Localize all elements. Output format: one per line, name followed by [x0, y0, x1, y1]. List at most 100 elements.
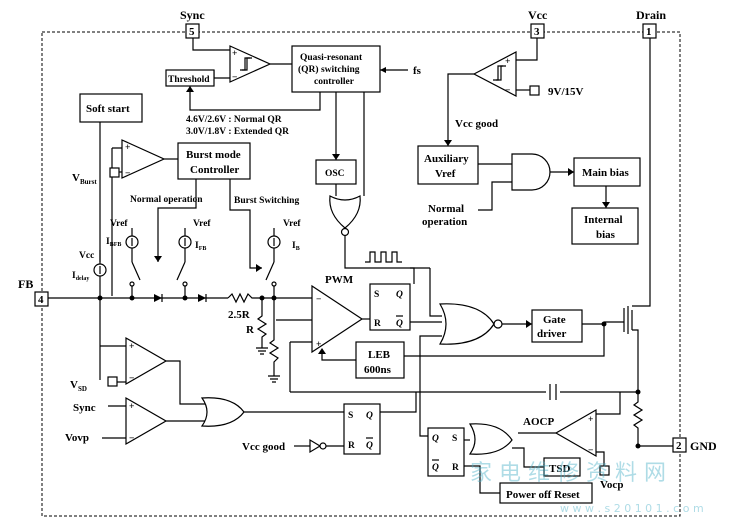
svg-text:Q: Q: [396, 319, 403, 329]
svg-text:−: −: [129, 374, 134, 384]
svg-text:+: +: [125, 143, 130, 153]
svg-text:IBFB: IBFB: [106, 237, 121, 248]
ic-boundary: [41, 31, 681, 517]
pin-fb: FB 4: [18, 277, 49, 307]
gate-driver-line-2: driver: [537, 328, 566, 340]
svg-text:IFB: IFB: [195, 241, 206, 252]
pin-fb-name: FB: [18, 277, 33, 291]
i-delay-source: Vcc Idelay: [72, 250, 107, 282]
pwm-label: PWM: [325, 274, 354, 286]
burst-line-1: Burst mode: [186, 149, 241, 161]
pin-sync: Sync 5: [180, 8, 205, 39]
svg-text:Vcc: Vcc: [79, 251, 94, 261]
svg-text:−: −: [505, 86, 510, 96]
normal-op-1: Normal: [428, 203, 464, 215]
normal-op-2: operation: [422, 216, 467, 228]
vocp-label: Vocp: [600, 479, 623, 491]
i-bfb-source: Vref IBFB: [106, 219, 139, 262]
protect-sr-latch: [343, 403, 381, 455]
v-burst-label: VBurst: [72, 172, 97, 186]
svg-text:−: −: [588, 446, 593, 456]
svg-text:Q: Q: [366, 441, 373, 451]
leb-line-1: LEB: [368, 349, 391, 361]
resistor-r: [256, 298, 268, 348]
vovp-label: Vovp: [65, 432, 89, 444]
switch-fb: [176, 261, 186, 281]
vcc-uvlo-comparator: [472, 51, 517, 97]
svg-text:+: +: [232, 49, 237, 59]
aocp-or-gate: [468, 423, 513, 455]
svg-text:IB: IB: [292, 241, 300, 252]
inverter: [309, 438, 322, 454]
ovp-or-gate: [200, 397, 245, 427]
diode-2: [198, 294, 206, 302]
qr-line-2: (QR) switching: [298, 64, 360, 75]
aux-vref-box: [417, 145, 479, 185]
svg-text:+: +: [505, 57, 510, 67]
threshold-label: Threshold: [168, 75, 210, 85]
svg-text:+: +: [129, 402, 134, 412]
svg-text:+: +: [129, 342, 134, 352]
main-bias-label: Main bias: [582, 167, 629, 179]
pin-gnd: 2 GND: [672, 437, 717, 453]
pwm-sr-latch: [369, 283, 411, 331]
pwm-comparator: [311, 284, 364, 354]
soft-start-box: [79, 93, 143, 123]
svg-text:Vref: Vref: [283, 219, 301, 229]
soft-start-label: Soft start: [86, 103, 130, 115]
sync-comparator: [229, 45, 272, 83]
threshold-note-1: 4.6V/2.6V : Normal QR: [186, 115, 282, 125]
burst-comparator: [121, 139, 166, 179]
svg-text:+: +: [588, 415, 593, 425]
r-label: R: [246, 324, 255, 336]
gate-driver-line-1: Gate: [543, 314, 566, 326]
fs-label: fs: [413, 65, 422, 77]
sense-resistor: [632, 392, 673, 447]
normal-operation-label: Normal operation: [130, 195, 203, 205]
diode-1: [154, 294, 162, 302]
pin-vcc: Vcc 3: [528, 8, 548, 39]
pin-vcc-num: 3: [534, 26, 540, 38]
pin-sync-name: Sync: [180, 8, 205, 22]
internal-bias-box: [571, 207, 639, 245]
pin-drain-name: Drain: [636, 8, 666, 22]
watermark-url: w w w . s 2 0 1 0 1 . c o m: [560, 502, 704, 515]
pin-gnd-num: 2: [676, 440, 682, 452]
pin-vcc-name: Vcc: [528, 8, 548, 22]
aux-vref-line-1: Auxiliary: [424, 153, 469, 165]
pin-drain: Drain 1: [636, 8, 666, 39]
internal-bias-line-2: bias: [596, 229, 616, 241]
burst-line-2: Controller: [190, 164, 239, 176]
internal-bias-line-1: Internal: [584, 214, 623, 226]
svg-text:S: S: [348, 411, 353, 421]
svg-text:Q: Q: [432, 463, 439, 473]
drive-nor-gate: [438, 303, 495, 345]
svg-text:+: +: [316, 340, 321, 350]
sd-comparator: [125, 336, 168, 386]
uvlo-levels: 9V/15V: [548, 86, 584, 98]
pin-sync-num: 5: [189, 26, 195, 38]
svg-text:S: S: [452, 434, 457, 444]
svg-text:Q: Q: [396, 290, 403, 300]
osc-label: OSC: [325, 169, 345, 179]
power-off-reset-label: Power off Reset: [506, 489, 580, 501]
svg-text:Vref: Vref: [110, 219, 128, 229]
svg-text:Q: Q: [432, 434, 439, 444]
svg-text:−: −: [232, 73, 237, 83]
burst-controller-box: [177, 142, 251, 180]
qr-controller-box: [291, 45, 381, 93]
sync-in-label: Sync: [73, 402, 96, 414]
watermark-cn: 家 电 维 修 资 料 网: [470, 461, 666, 486]
osc-nor-gate: [329, 195, 361, 229]
tsd-label: TSD: [549, 463, 570, 475]
svg-text:−: −: [316, 295, 321, 305]
vcc-good-label: Vcc good: [455, 118, 498, 130]
threshold-note-2: 3.0V/1.8V : Extended QR: [186, 127, 289, 137]
leb-line-2: 600ns: [364, 364, 392, 376]
vcc-good-bottom: Vcc good: [242, 441, 285, 453]
svg-text:R: R: [348, 441, 355, 451]
svg-text:R: R: [374, 319, 381, 329]
gate-driver-box: [531, 309, 583, 343]
